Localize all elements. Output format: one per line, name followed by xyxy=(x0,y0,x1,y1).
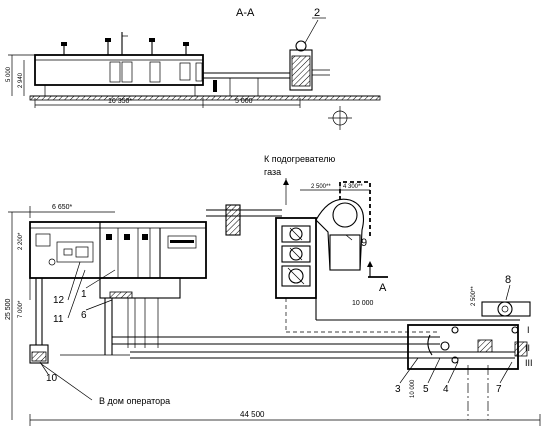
dim-6650: 6 650* xyxy=(52,204,73,211)
dim-44500: 44 500 xyxy=(240,410,265,419)
callout-2: 2 xyxy=(314,7,320,19)
dim-2500-top: 2 500** xyxy=(311,184,331,190)
dim-25500: 25 500 xyxy=(5,298,12,320)
callout-6: 6 xyxy=(81,310,87,321)
dim-section-offset: 5 000 xyxy=(235,98,253,105)
callout-7: 7 xyxy=(496,384,502,395)
dim-4300-top: 4 300** xyxy=(343,184,363,190)
center-mark xyxy=(328,106,352,130)
callout-5: 5 xyxy=(423,384,429,395)
callout-1: 1 xyxy=(81,289,87,300)
section-title: А-А xyxy=(236,7,255,19)
dim-10000-h: 10 000 xyxy=(352,300,374,307)
pipe-mark-2: II xyxy=(525,343,530,353)
dim-height-total: 5 000 xyxy=(6,66,12,82)
pipe-mark-3: III xyxy=(525,358,533,368)
gas-heater-note-line2: газа xyxy=(264,167,281,177)
callout-11: 11 xyxy=(53,314,64,325)
callout-9: 9 xyxy=(361,237,367,249)
callout-12: 12 xyxy=(53,295,65,306)
dim-2500-right: 2 500** xyxy=(471,286,477,306)
dim-7000: 7 000* xyxy=(18,300,24,318)
section-view: А-А 2 5 xyxy=(6,7,381,108)
dim-height-inner: 2 940 xyxy=(18,72,24,88)
heater-skid xyxy=(275,217,317,299)
operator-house-note: В дом оператора xyxy=(99,396,170,406)
pipe-manifold xyxy=(407,324,519,370)
ground-hatch xyxy=(29,95,381,101)
dim-10000-v: 10 000 xyxy=(410,379,416,398)
callout-4: 4 xyxy=(443,384,449,395)
dim-section-length: 16 350* xyxy=(108,98,132,105)
pipe-mark-1: I xyxy=(527,325,530,335)
plan-view: К подогревателю газа 2 500** 4 300** xyxy=(5,154,541,426)
section-mark-a: А xyxy=(379,282,387,294)
building-elevation xyxy=(34,54,204,86)
dim-2200: 2 200* xyxy=(18,232,24,250)
callout-8: 8 xyxy=(505,274,511,286)
gas-heater-note-line1: К подогревателю xyxy=(264,154,335,164)
callout-3: 3 xyxy=(395,384,401,395)
callout-10: 10 xyxy=(46,373,58,384)
